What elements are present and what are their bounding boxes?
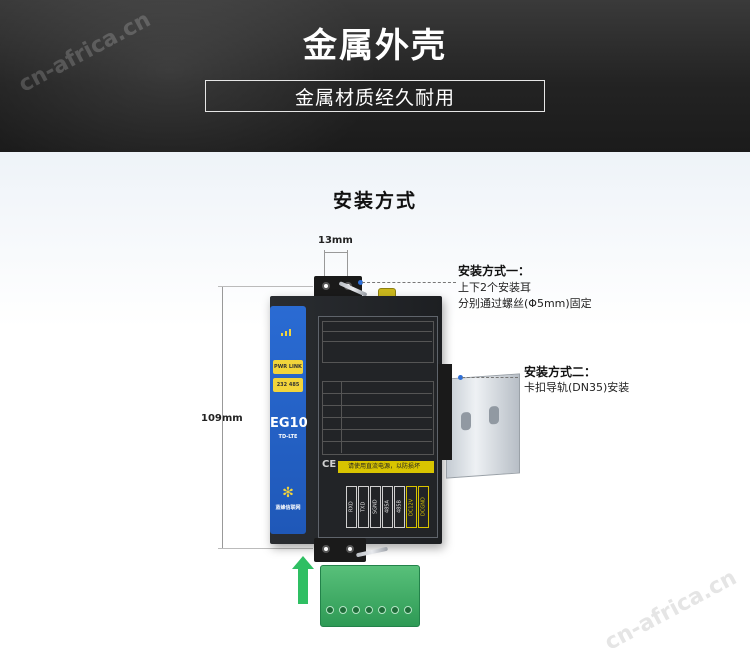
bee-logo-icon: ✻ bbox=[282, 485, 294, 501]
dim-line-top-ext bbox=[218, 286, 313, 287]
banner-subtitle: 金属材质经久耐用 bbox=[205, 80, 545, 112]
conn-pin bbox=[326, 606, 334, 614]
conn-pin bbox=[391, 606, 399, 614]
led-panel-2: 232 485 bbox=[273, 378, 303, 392]
spec-table-top bbox=[322, 321, 434, 363]
rail-slot bbox=[489, 405, 499, 425]
method1-marker-dot bbox=[358, 280, 363, 285]
top-screw-hole-left bbox=[322, 282, 330, 290]
dim-line-bottom-ext bbox=[218, 548, 313, 549]
dim-line-vertical bbox=[222, 286, 223, 548]
warning-label: 请使用直流电源，以防损坏 bbox=[338, 461, 434, 473]
device-submodel: TD-LTE bbox=[278, 434, 298, 440]
spec-table-bottom bbox=[322, 381, 434, 455]
device-model: EG10 bbox=[270, 416, 308, 431]
conn-pin bbox=[339, 606, 347, 614]
section-title: 安装方式 bbox=[332, 190, 417, 212]
pin-label: 485B bbox=[394, 486, 405, 528]
method2-line1: 卡扣导轨(DN35)安装 bbox=[524, 381, 630, 394]
method1-line1: 上下2个安装耳 bbox=[458, 281, 531, 294]
conn-pin bbox=[404, 606, 412, 614]
banner-subtitle-text: 金属材质经久耐用 bbox=[294, 86, 455, 109]
top-banner: 金属外壳 金属材质经久耐用 cn-africa.cn bbox=[0, 0, 750, 152]
pin-label: TXD bbox=[358, 486, 369, 528]
led-label-rs: 232 485 bbox=[276, 382, 300, 388]
method2-marker-dot bbox=[458, 375, 463, 380]
din-rail bbox=[446, 373, 520, 479]
method2-leader-line bbox=[462, 377, 518, 378]
conn-pin bbox=[378, 606, 386, 614]
conn-pin bbox=[365, 606, 373, 614]
ce-mark: CE bbox=[322, 459, 337, 470]
method1-line2: 分别通过螺丝(Φ5mm)固定 bbox=[458, 297, 592, 310]
method1-leader-line bbox=[362, 282, 456, 283]
led-panel-1: PWR LINK bbox=[273, 360, 303, 374]
pin-label: DC12V bbox=[406, 486, 417, 528]
device-side-panel: PWR LINK 232 485 EG10 TD-LTE ✻ 蓝蜂信联网 bbox=[270, 306, 308, 534]
device-front-label bbox=[318, 316, 438, 538]
pin-label: 485A bbox=[382, 486, 393, 528]
led-label-pwr: PWR LINK bbox=[274, 364, 302, 370]
rail-slot bbox=[461, 411, 471, 431]
conn-pin bbox=[352, 606, 360, 614]
bottom-screw-hole-left bbox=[322, 545, 330, 553]
device-brand: 蓝蜂信联网 bbox=[275, 505, 301, 511]
bottom-screw-hole-right bbox=[346, 545, 354, 553]
terminal-connector bbox=[320, 565, 420, 627]
pin-label: SGND bbox=[370, 486, 381, 528]
banner-title: 金属外壳 bbox=[303, 26, 447, 66]
dimension-height-label: 109mm bbox=[201, 413, 243, 424]
dim-line-top bbox=[324, 252, 348, 253]
arrow-up-icon bbox=[292, 556, 314, 604]
signal-icon bbox=[281, 328, 295, 336]
rail-clip bbox=[438, 364, 452, 460]
dim-line-right bbox=[347, 250, 348, 280]
dimension-width-label: 13mm bbox=[318, 235, 353, 246]
dim-line-left bbox=[324, 250, 325, 280]
method2-title: 安装方式二： bbox=[524, 365, 597, 379]
method1-title: 安装方式一： bbox=[458, 264, 531, 278]
pin-label: RXD bbox=[346, 486, 357, 528]
pin-label: DCGND bbox=[418, 486, 429, 528]
